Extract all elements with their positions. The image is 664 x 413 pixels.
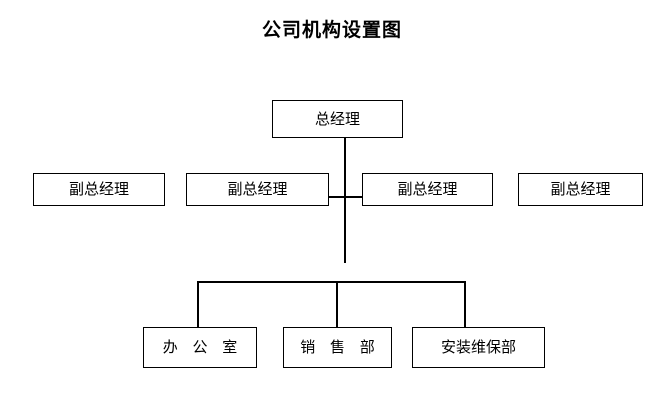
node-installation-maintenance-department[interactable]: 安装维保部 bbox=[412, 327, 545, 368]
node-general-manager[interactable]: 总经理 bbox=[272, 100, 403, 138]
node-deputy-manager-1[interactable]: 副总经理 bbox=[33, 173, 165, 206]
node-office-label: 办 公 室 bbox=[162, 338, 243, 356]
connector-deputy-link bbox=[329, 196, 362, 198]
node-deputy-manager-2-label: 副总经理 bbox=[227, 180, 288, 198]
node-installation-maintenance-department-label: 安装维保部 bbox=[440, 338, 516, 356]
node-general-manager-label: 总经理 bbox=[314, 109, 360, 128]
page-title: 公司机构设置图 bbox=[261, 19, 402, 41]
connector-drop-install bbox=[464, 281, 466, 327]
node-sales-department-label: 销 售 部 bbox=[300, 338, 380, 356]
connector-drop-office bbox=[197, 281, 199, 327]
node-office[interactable]: 办 公 室 bbox=[143, 327, 257, 368]
connector-gm-vertical bbox=[344, 138, 346, 263]
connector-drop-sales bbox=[336, 281, 338, 327]
node-deputy-manager-3-label: 副总经理 bbox=[397, 180, 458, 198]
node-deputy-manager-4[interactable]: 副总经理 bbox=[518, 173, 643, 206]
node-deputy-manager-4-label: 副总经理 bbox=[550, 180, 611, 198]
node-sales-department[interactable]: 销 售 部 bbox=[283, 327, 392, 368]
node-deputy-manager-2[interactable]: 副总经理 bbox=[186, 173, 329, 206]
node-deputy-manager-1-label: 副总经理 bbox=[68, 180, 129, 198]
node-deputy-manager-3[interactable]: 副总经理 bbox=[362, 173, 493, 206]
connector-bottom-rail bbox=[198, 281, 466, 283]
